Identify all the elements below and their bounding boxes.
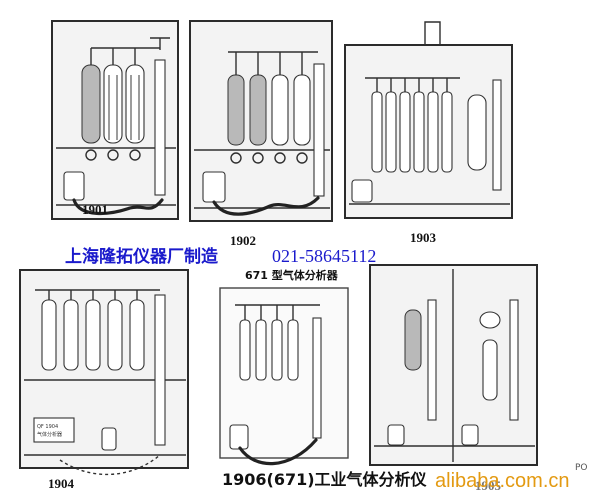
rubber-hose (238, 438, 318, 466)
leveling-bottle (387, 424, 405, 446)
panel-label-1905: 1905 (475, 478, 502, 493)
combustion-pipette (482, 339, 498, 401)
company-watermark: 上海隆拓仪器厂制造 (65, 246, 219, 267)
absorption-pipette (404, 309, 422, 371)
leveling-bottle (101, 427, 117, 451)
rubber-hose (212, 196, 320, 216)
panel-label-1901: 1901 (82, 202, 108, 217)
burette-right (509, 299, 519, 421)
burette (313, 63, 325, 197)
burette (492, 79, 502, 191)
absorption-pipettes (235, 304, 320, 381)
burette (154, 294, 166, 446)
leveling-bottle (63, 171, 85, 201)
panel-1902: 1902 (189, 20, 333, 248)
panel-label-671: 671 型气体分析器 (245, 268, 339, 282)
leveling-bottle (202, 171, 226, 203)
absorption-pipettes (35, 289, 160, 371)
burette (312, 317, 322, 439)
caption-1906: 1906(671)工业气体分析仪 (222, 470, 428, 489)
panel-1901: 1901 (51, 20, 179, 220)
panel-1906: 671 型气体分析器 1906(671)工业气体分析仪 (219, 268, 428, 489)
site-watermark: alibaba.com.cn (435, 470, 570, 492)
panel-label-1904: 1904 (48, 476, 75, 491)
combustion-bulb (479, 311, 501, 329)
combustion-pipette (467, 94, 487, 171)
site-watermark-small: PO (575, 463, 588, 473)
absorption-pipettes (81, 47, 160, 161)
absorption-pipettes (227, 51, 318, 164)
leveling-bottle-right (461, 424, 479, 446)
panel-1904: QF 1904 气体分析器 1904 (19, 269, 189, 491)
panel-1903: 1903 (344, 21, 513, 245)
nameplate (33, 417, 75, 443)
panel-label-1902: 1902 (230, 233, 256, 248)
burette (427, 299, 437, 421)
phone-watermark: 021-58645112 (272, 246, 376, 266)
leveling-bottle (351, 179, 373, 203)
absorption-pipettes (365, 77, 460, 173)
panel-1905: 1905 (369, 264, 538, 493)
nameplate-text-name: 气体分析器 (37, 431, 62, 438)
panel-label-1903: 1903 (410, 230, 437, 245)
nameplate-text-model: QF 1904 (37, 424, 58, 430)
rubber-hose (72, 198, 164, 216)
burette (154, 59, 166, 196)
leveling-bottle (229, 424, 249, 450)
